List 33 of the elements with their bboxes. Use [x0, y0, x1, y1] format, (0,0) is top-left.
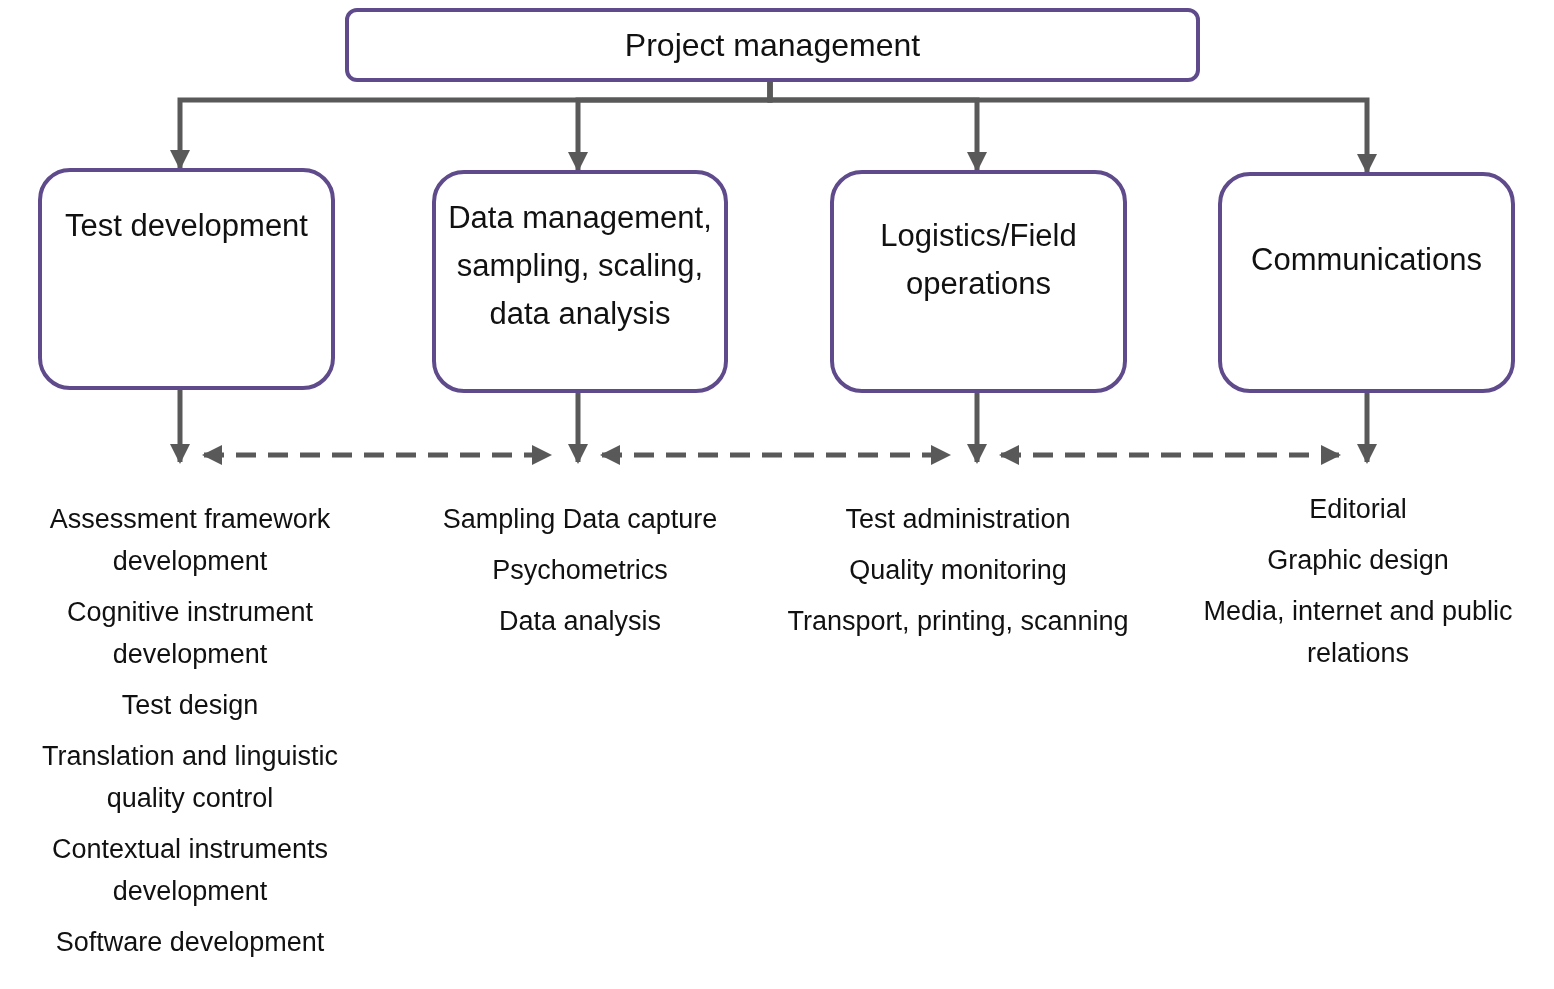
box-label: Logistics/Field operations [879, 217, 1078, 303]
arrow [170, 390, 190, 464]
list-item: Software development [55, 926, 325, 959]
box-label: Project management [624, 26, 921, 65]
list-item: Graphic design [1267, 544, 1449, 577]
category-box [1218, 172, 1515, 393]
list-item: Data analysis [498, 605, 662, 638]
list-item: Contextual instruments development [50, 833, 330, 908]
list-item: Sampling Data capture [442, 503, 718, 536]
list-item: Assessment framework development [48, 503, 332, 578]
list-item: Quality monitoring [849, 554, 1067, 587]
category-box [38, 168, 335, 390]
list-item: Test administration [845, 503, 1071, 536]
process-box [345, 8, 1200, 82]
list-item: Transport, printing, scanning [787, 605, 1129, 638]
dashed-double-arrow [202, 445, 552, 465]
arrow [767, 82, 1377, 174]
list-item: Test design [121, 689, 259, 722]
list-item: Translation and linguistic quality control [40, 740, 340, 815]
list-item: Media, internet and public relations [1202, 595, 1514, 670]
box-label: Communications [1251, 241, 1482, 279]
arrow [568, 393, 588, 464]
dashed-double-arrow [999, 445, 1341, 465]
category-box [830, 170, 1127, 393]
list-item: Cognitive instrument development [65, 596, 315, 671]
list-item: Editorial [1309, 493, 1407, 526]
arrow [1357, 393, 1377, 464]
box-label: Data management, sampling, scaling, data analysis [447, 199, 713, 333]
category-box [432, 170, 728, 393]
dashed-double-arrow [600, 445, 951, 465]
arrow [967, 393, 987, 464]
box-label: Test development [65, 207, 308, 245]
list-item: Psychometrics [492, 554, 668, 587]
